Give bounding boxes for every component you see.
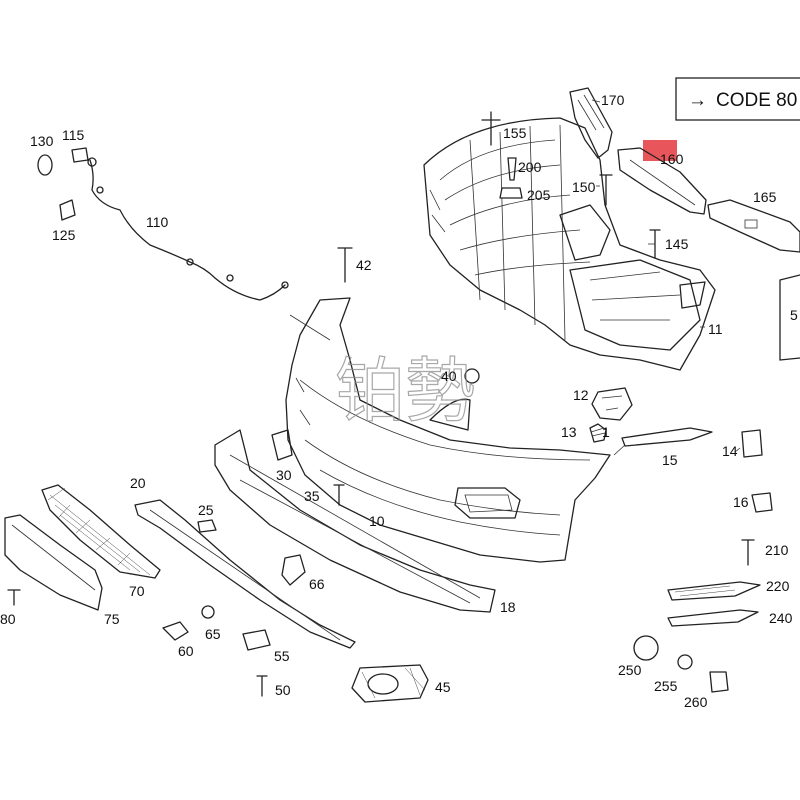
label-220: 220	[766, 578, 790, 594]
label-115: 115	[62, 127, 85, 143]
label-12: 12	[573, 387, 589, 403]
fasteners	[7, 111, 755, 697]
absorber-160	[617, 147, 707, 215]
bumper-cover-10	[285, 297, 611, 563]
label-260: 260	[684, 694, 708, 710]
spring-13	[589, 423, 607, 443]
label-200: 200	[518, 159, 542, 175]
label-130: 130	[30, 133, 54, 149]
label-65: 65	[205, 626, 221, 642]
foglamp-cover-45	[351, 664, 429, 703]
spoiler-18	[214, 429, 496, 613]
code-box-text: CODE 80	[716, 90, 797, 111]
label-50: 50	[275, 682, 291, 698]
label-210: 210	[765, 542, 789, 558]
label-66: 66	[309, 576, 325, 592]
label-240: 240	[769, 610, 793, 626]
label-16: 16	[733, 494, 749, 510]
label-30: 30	[276, 467, 292, 483]
label-160: 160	[660, 151, 684, 167]
label-205: 205	[527, 187, 551, 203]
label-170: 170	[601, 92, 625, 108]
label-80: 80	[0, 611, 16, 627]
label-150: 150	[572, 179, 596, 195]
label-11: 11	[708, 321, 723, 337]
label-145: 145	[665, 236, 689, 252]
trim-220	[667, 581, 761, 601]
label-1: 1	[602, 424, 610, 440]
label-35: 35	[304, 488, 320, 504]
label-60: 60	[178, 643, 194, 659]
part-125	[59, 199, 76, 221]
label-15: 15	[662, 452, 678, 468]
strip-15	[621, 427, 713, 447]
bar-165	[707, 199, 800, 253]
part-115	[71, 147, 89, 163]
harness-110	[89, 159, 286, 301]
label-165: 165	[753, 189, 777, 205]
label-70: 70	[129, 583, 145, 599]
grille-70	[41, 484, 161, 579]
code-box-frame	[675, 77, 800, 121]
label-45: 45	[435, 679, 451, 695]
label-55: 55	[274, 648, 290, 664]
label-125: 125	[52, 227, 76, 243]
housing-12	[591, 387, 633, 421]
bumper-carrier-11	[423, 117, 716, 371]
label-155: 155	[503, 125, 527, 141]
label-5: 5	[790, 307, 798, 323]
leader-lines	[289, 99, 741, 456]
strip-20	[134, 499, 356, 649]
code-box-arrow: →	[688, 90, 707, 111]
highlight-marker	[643, 140, 677, 161]
label-25: 25	[198, 502, 214, 518]
label-42: 42	[356, 257, 372, 273]
part-130	[37, 154, 53, 176]
panel-5	[779, 274, 800, 361]
label-20: 20	[130, 475, 146, 491]
trim-75	[4, 514, 103, 611]
label-10: 10	[369, 513, 385, 529]
label-40: 40	[441, 368, 457, 384]
clip-14	[741, 429, 763, 458]
code-box: → CODE 80	[675, 77, 800, 121]
label-75: 75	[104, 611, 120, 627]
label-110: 110	[146, 214, 169, 230]
label-13: 13	[561, 424, 577, 440]
trim-240	[667, 609, 759, 627]
label-250: 250	[618, 662, 642, 678]
cap-30	[271, 429, 293, 461]
clip-16	[751, 492, 773, 513]
watermark-text: 铂勢	[335, 350, 475, 432]
label-18: 18	[500, 599, 516, 615]
bracket-170	[569, 87, 613, 159]
label-14: 14	[722, 443, 738, 459]
label-255: 255	[654, 678, 678, 694]
callout-labels: 130 115 125 110 42 155 200 205 170 160 1…	[0, 92, 798, 710]
